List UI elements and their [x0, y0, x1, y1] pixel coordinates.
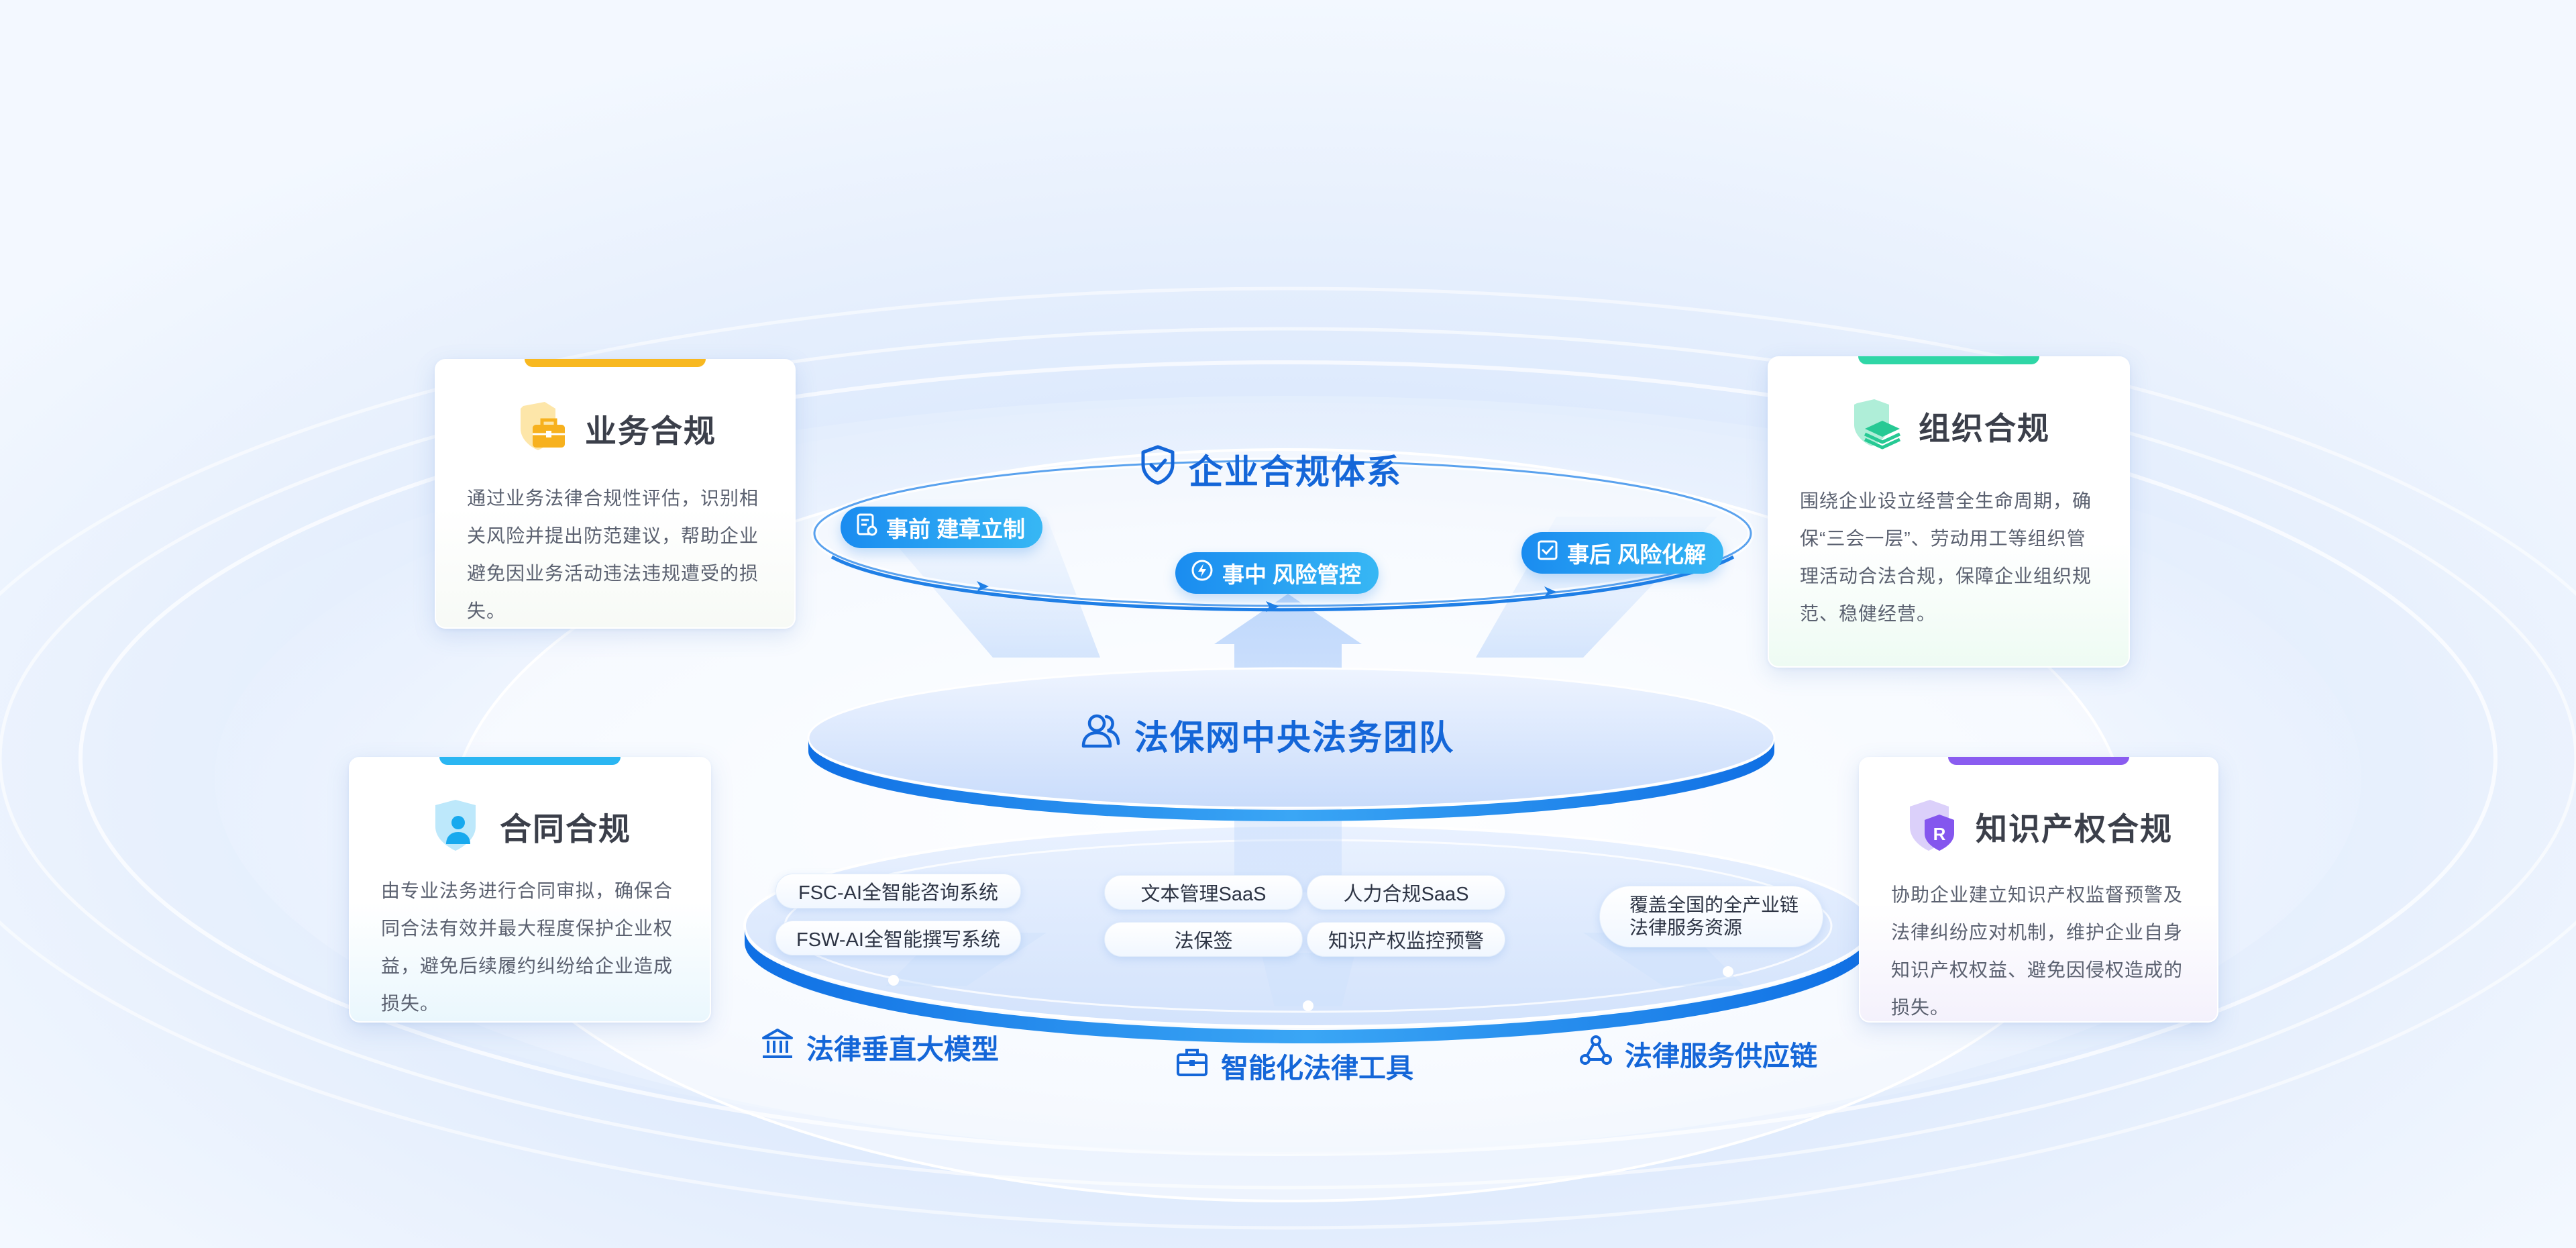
chip-text-saas: 文本管理SaaS	[1104, 875, 1303, 910]
card-title: 业务合规	[585, 413, 716, 449]
compliance-system-title: 企业合规体系	[1139, 444, 1402, 494]
chip-fsc-ai: FSC-AI全智能咨询系统	[775, 874, 1021, 908]
card-ip-compliance: R 知识产权合规 协助企业建立知识产权监督预警及法律纠纷应对机制，维护企业自身知…	[1859, 757, 2218, 1023]
registered-shield-icon: R	[1904, 797, 1962, 855]
lightning-circle-icon	[1190, 558, 1214, 588]
document-check-icon	[855, 513, 878, 542]
stage-label: 事后 风险化解	[1567, 542, 1707, 567]
chip-line: 覆盖全国的全产业链	[1629, 894, 1799, 915]
label-supply-chain: 法律服务供应链	[1579, 1033, 1817, 1074]
central-team-label: 法保网中央法务团队	[1134, 719, 1455, 757]
card-accent-bar	[1948, 757, 2129, 765]
card-description: 由专业法务进行合同审拟，确保合同合法有效并最大程度保护企业权益，避免后续履约纠纷…	[381, 880, 674, 1014]
label-text: 法律垂直大模型	[806, 1034, 999, 1065]
card-accent-bar	[439, 757, 621, 765]
stage-pill-during: 事中 风险管控	[1175, 552, 1379, 594]
card-title: 知识产权合规	[1976, 811, 2173, 847]
briefcase-icon	[514, 399, 572, 457]
chip-hr-saas: 人力合规SaaS	[1307, 875, 1505, 910]
compliance-system-label: 企业合规体系	[1189, 453, 1403, 491]
institution-icon	[761, 1027, 794, 1066]
svg-text:R: R	[1933, 824, 1946, 844]
label-text: 法律服务供应链	[1625, 1041, 1817, 1072]
card-accent-bar	[1858, 356, 2039, 364]
network-nodes-icon	[1579, 1034, 1613, 1073]
card-title: 合同合规	[500, 811, 631, 847]
chip-legal-sign: 法保签	[1104, 922, 1303, 957]
card-description: 协助企业建立知识产权监督预警及法律纠纷应对机制，维护企业自身知识产权权益、避免因…	[1891, 884, 2184, 1018]
chip-legal-resources: 覆盖全国的全产业链 法律服务资源	[1599, 886, 1823, 947]
chip-ip-monitor: 知识产权监控预警	[1307, 922, 1505, 957]
card-description: 通过业务法律合规性评估，识别相关风险并提出防范建议，帮助企业避免因业务活动违法违…	[467, 488, 759, 621]
card-business-compliance: 业务合规 通过业务法律合规性评估，识别相关风险并提出防范建议，帮助企业避免因业务…	[435, 359, 796, 629]
central-team-title: 法保网中央法务团队	[1079, 710, 1454, 760]
chip-fsw-ai: FSW-AI全智能撰写系统	[775, 921, 1021, 955]
card-title: 组织合规	[1919, 410, 2050, 446]
card-org-compliance: 组织合规 围绕企业设立经营全生命周期，确保“三会一层”、劳动用工等组织管理活动合…	[1768, 356, 2130, 668]
stage-pill-before: 事前 建章立制	[841, 507, 1043, 548]
team-users-icon	[1079, 711, 1122, 758]
stage-pill-after: 事后 风险化解	[1521, 532, 1724, 574]
chip-line: 法律服务资源	[1629, 917, 1743, 938]
person-shield-icon	[429, 797, 486, 855]
layers-shield-icon	[1847, 397, 1905, 454]
label-smart-tools: 智能化法律工具	[1175, 1045, 1413, 1086]
card-accent-bar	[525, 359, 706, 367]
stage-label: 事中 风险管控	[1222, 562, 1362, 587]
stage-label: 事前 建章立制	[886, 517, 1026, 541]
toolbox-icon	[1175, 1047, 1209, 1084]
label-legal-model: 法律垂直大模型	[761, 1027, 999, 1067]
shield-check-icon	[1139, 444, 1177, 494]
label-text: 智能化法律工具	[1221, 1053, 1413, 1084]
card-description: 围绕企业设立经营全生命周期，确保“三会一层”、劳动用工等组织管理活动合法合规，保…	[1800, 490, 2092, 624]
checkbox-icon	[1536, 539, 1559, 567]
card-contract-compliance: 合同合规 由专业法务进行合同审拟，确保合同合法有效并最大程度保护企业权益，避免后…	[349, 757, 711, 1023]
